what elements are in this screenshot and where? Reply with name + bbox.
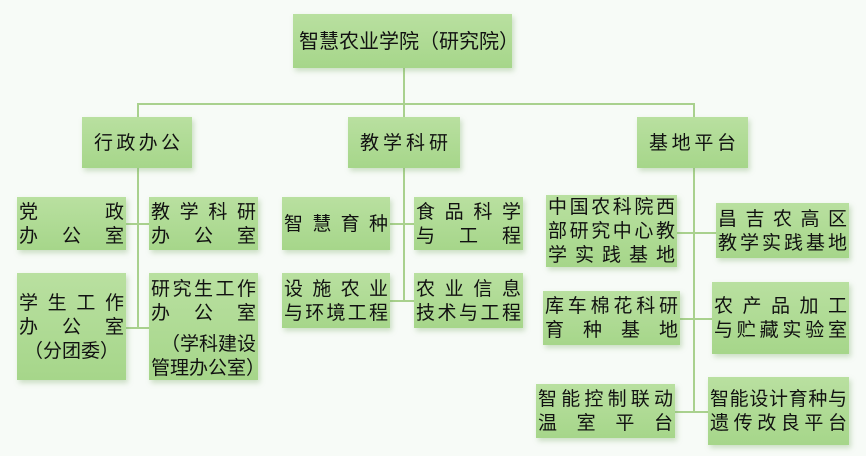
category-teaching: 教学科研 <box>348 117 460 168</box>
category-admin: 行政办公 <box>82 117 192 168</box>
connector <box>137 168 139 328</box>
node-label: 管理办公室） <box>151 357 266 379</box>
node-label: 与贮藏实验室 <box>714 319 847 341</box>
greenhouse-platform: 智能控制联动 温 室 平 台 <box>536 384 675 438</box>
node-label: 智能控制联动 <box>538 388 673 410</box>
node-label: 农产品加工 <box>714 295 847 317</box>
node-label: 办 公 室 <box>151 302 256 324</box>
node-label: 中国农科院西 <box>548 196 675 218</box>
connector <box>403 168 405 301</box>
node-label: 办 公 室 <box>19 224 124 247</box>
node-label: 研究生工作 <box>151 278 256 300</box>
smart-breeding: 智慧育种 <box>282 197 390 250</box>
party-office: 党 政 办 公 室 <box>17 197 126 250</box>
caas-west-base: 中国农科院西 部研究中心教 学实践基地 <box>546 195 677 267</box>
node-label: 遗传改良平台 <box>710 412 847 434</box>
node-label: 智能设计育种与 <box>710 388 847 410</box>
node-label: 与 工 程 <box>416 224 521 247</box>
node-label: 温 室 平 台 <box>538 412 673 434</box>
connector <box>677 232 716 234</box>
node-label: 党 政 <box>19 200 124 223</box>
changji-base: 昌吉农高区 教学实践基地 <box>716 203 849 258</box>
node-label: 智慧育种 <box>284 212 388 235</box>
node-label: 教学科研 <box>360 131 448 154</box>
spacer <box>151 325 256 332</box>
kuqa-cotton-base: 库车棉花科研 育 种 基 地 <box>543 291 680 345</box>
node-label: 育 种 基 地 <box>545 319 679 341</box>
connector <box>137 103 139 117</box>
connector <box>390 223 414 225</box>
teaching-office: 教学科研 办 公 室 <box>149 197 258 250</box>
node-label: 教学实践基地 <box>718 231 847 254</box>
connector <box>675 411 708 413</box>
node-label: 昌吉农高区 <box>718 207 847 230</box>
node-label: 基地平台 <box>649 131 736 154</box>
node-label: 学生工作 <box>19 291 124 314</box>
food-science: 食品科学 与 工 程 <box>414 197 523 250</box>
agri-information: 农业信息 技术与工程 <box>414 273 523 328</box>
breeding-design-platform: 智能设计育种与 遗传改良平台 <box>708 377 849 445</box>
connector <box>693 103 695 117</box>
connector <box>126 327 149 329</box>
student-office: 学生工作 办 公 室 （分团委） <box>17 273 126 380</box>
facility-agriculture: 设施农业 与环境工程 <box>282 273 390 328</box>
root-node: 智慧农业学院（研究院） <box>293 14 519 68</box>
node-label: 部研究中心教 <box>548 220 675 242</box>
node-label: 农业信息 <box>416 277 521 300</box>
node-label: 库车棉花科研 <box>545 295 678 317</box>
connector <box>137 103 694 105</box>
graduate-office: 研究生工作 办 公 室 （学科建设 管理办公室） <box>149 273 266 380</box>
node-label: 办 公 室 <box>19 315 124 338</box>
node-label: 设施农业 <box>284 277 388 300</box>
node-label: 技术与工程 <box>416 301 521 324</box>
node-label: 教学科研 <box>151 200 256 223</box>
category-bases: 基地平台 <box>637 117 748 168</box>
node-label: 智慧农业学院（研究院） <box>299 29 519 53</box>
node-label: （学科建设 <box>160 333 256 355</box>
connector <box>403 68 405 104</box>
connector <box>126 223 149 225</box>
node-label: 与环境工程 <box>284 301 388 324</box>
connector <box>693 168 695 412</box>
connector <box>390 300 414 302</box>
node-label: （分团委） <box>23 339 119 362</box>
node-label: 食品科学 <box>416 200 521 223</box>
node-label: 学实践基地 <box>548 244 675 266</box>
node-label: 办 公 室 <box>151 224 256 247</box>
node-label: 行政办公 <box>94 131 180 154</box>
processing-lab: 农产品加工 与贮藏实验室 <box>712 282 849 354</box>
connector <box>680 318 712 320</box>
connector <box>403 103 405 117</box>
